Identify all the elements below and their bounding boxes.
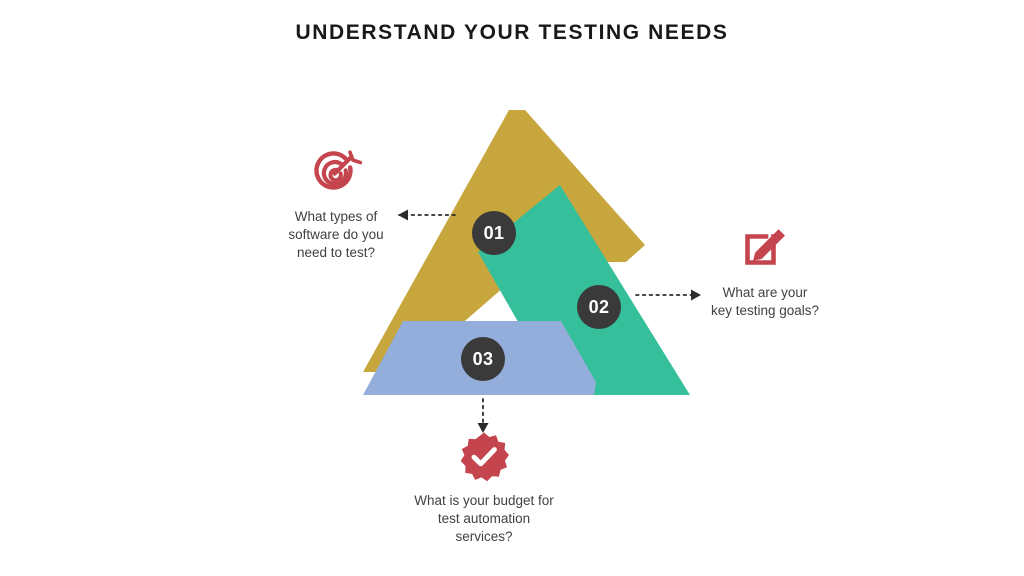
check-seal-badge-icon xyxy=(392,432,576,482)
callout-budget: What is your budget for test automation … xyxy=(392,432,576,545)
step-badge-01[interactable]: 01 xyxy=(472,211,516,255)
edit-pencil-square-icon xyxy=(690,226,840,274)
target-bullseye-icon xyxy=(262,148,410,198)
connector-bottom xyxy=(477,398,489,433)
step-badge-03[interactable]: 03 xyxy=(461,337,505,381)
callout-text-budget: What is your budget for test automation … xyxy=(414,493,554,544)
callout-text-testing-goals: What are your key testing goals? xyxy=(710,285,820,318)
page-title: UNDERSTAND YOUR TESTING NEEDS xyxy=(295,21,729,44)
connector-left xyxy=(398,209,456,221)
callout-testing-goals: What are your key testing goals? xyxy=(690,226,840,320)
step-badge-02[interactable]: 02 xyxy=(577,285,621,329)
connector-right xyxy=(635,289,701,301)
callout-software-types: What types of software do you need to te… xyxy=(262,148,410,261)
callout-text-software-types: What types of software do you need to te… xyxy=(288,209,384,260)
